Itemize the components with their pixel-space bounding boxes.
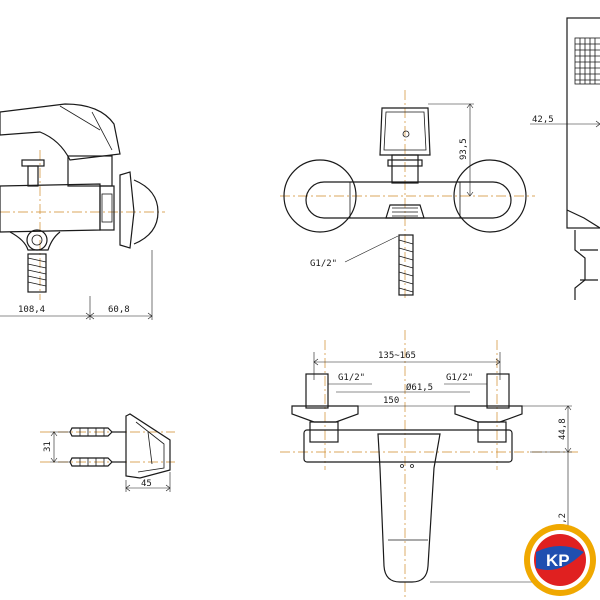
front-view: [280, 90, 535, 300]
dim-front-height: 93,5: [459, 138, 469, 160]
dim-bracket-width: 45: [141, 479, 152, 489]
dim-hand-shower: 42,5: [532, 115, 554, 125]
dim-top-thread-left: G1/2": [338, 373, 365, 383]
dim-bracket-height: 31: [43, 441, 53, 452]
dim-top-range: 135~165: [378, 351, 416, 361]
dim-flange-diameter: Ø61,5: [406, 382, 433, 393]
shower-nozzle-grid: [575, 38, 600, 84]
dim-side-left: 108,4: [18, 305, 45, 315]
top-view: [280, 330, 580, 600]
hand-shower-view: [530, 17, 600, 300]
logo-text: KP: [546, 551, 570, 570]
dim-side-right: 60,8: [108, 305, 130, 315]
dim-span: 150: [383, 396, 399, 406]
dim-front-thread: G1/2": [310, 259, 337, 269]
brand-logo: KP: [524, 524, 596, 596]
dim-top-thread-right: G1/2": [446, 373, 473, 383]
side-view: [0, 103, 165, 320]
wall-bracket-view: [40, 413, 175, 492]
dim-depth-upper: 44,8: [558, 418, 568, 440]
